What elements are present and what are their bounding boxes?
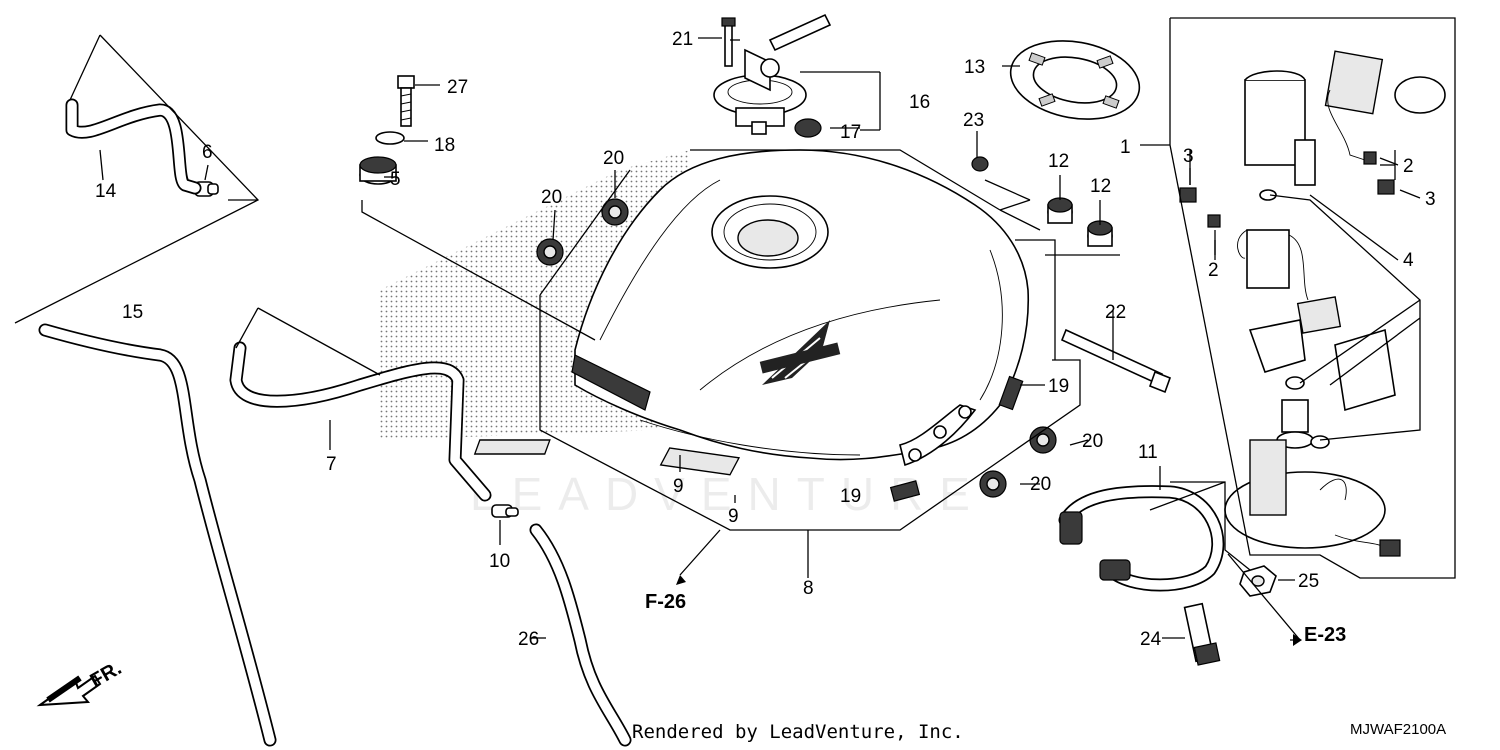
- hose-15: [38, 323, 277, 747]
- callout-16: 16: [909, 92, 930, 113]
- callout-14: 14: [95, 181, 117, 202]
- callout-21: 21: [672, 29, 693, 50]
- callout-24: 24: [1140, 629, 1162, 650]
- collar-12: [1047, 197, 1113, 247]
- fuel-pump-assembly: [1179, 50, 1446, 557]
- reference-f26: F-26: [645, 591, 686, 613]
- rubber-pad-19: [889, 375, 1024, 502]
- breather-plate: [1009, 40, 1141, 120]
- callout-23: 23: [963, 110, 984, 131]
- hose-7: [229, 341, 492, 502]
- callout-18: 18: [434, 135, 455, 156]
- callout-22: 22: [1105, 302, 1126, 323]
- callout-26: 26: [518, 629, 539, 650]
- callout-8: 8: [803, 578, 814, 599]
- bolt-22: [1060, 328, 1172, 394]
- watermark-text: LEADVENTURE: [470, 468, 986, 520]
- callout-15: 15: [122, 302, 143, 323]
- callout-6: 6: [202, 142, 213, 163]
- callout-11: 11: [1138, 442, 1158, 463]
- clip-24: [1183, 602, 1221, 666]
- ref-arrow-e23: [1293, 634, 1302, 646]
- callout-9: 9: [728, 506, 739, 527]
- mount-bolt-set: [359, 75, 415, 185]
- callout-20: 20: [603, 148, 624, 169]
- callout-7: 7: [326, 454, 337, 475]
- callout-19: 19: [840, 486, 861, 507]
- callout-20: 20: [1082, 431, 1103, 452]
- hose-11: [1058, 485, 1225, 592]
- ref-arrow-f26: [676, 575, 686, 585]
- callout-2: 2: [1403, 156, 1414, 177]
- callout-4: 4: [1403, 250, 1414, 271]
- pad-9: [473, 439, 741, 476]
- callout-25: 25: [1298, 571, 1319, 592]
- callout-17: 17: [840, 122, 861, 143]
- front-direction-arrow-icon: [36, 674, 102, 707]
- diagram-code: MJWAF2100A: [1350, 721, 1446, 738]
- reference-e23: E-23: [1304, 624, 1346, 646]
- honda-wing-icon: [759, 320, 841, 385]
- callout-10: 10: [489, 551, 510, 572]
- fuel-cap-assembly: [713, 13, 832, 138]
- joint-10: [491, 504, 519, 518]
- hose-26: [529, 523, 632, 747]
- callout-27: 27: [447, 77, 468, 98]
- callout-2: 2: [1208, 260, 1219, 281]
- callout-5: 5: [390, 169, 401, 190]
- credit-text: Rendered by LeadVenture, Inc.: [632, 721, 964, 743]
- callout-12: 12: [1090, 176, 1111, 197]
- callout-3: 3: [1425, 189, 1436, 210]
- callout-3: 3: [1183, 146, 1194, 167]
- callout-9: 9: [673, 476, 684, 497]
- callout-numbers: 1 2 2 3 3 4 5 6 7 8 9 9 10 11 12 12 13 1…: [95, 29, 1436, 650]
- hose-14: [65, 98, 202, 195]
- callout-20: 20: [541, 187, 562, 208]
- grommet-23: [971, 156, 989, 172]
- rubber-grommet-20: [536, 198, 1057, 498]
- callout-13: 13: [964, 57, 985, 78]
- callout-1: 1: [1120, 137, 1131, 158]
- callout-20: 20: [1030, 474, 1051, 495]
- callout-leaders: [99, 37, 1421, 639]
- callout-12: 12: [1048, 151, 1069, 172]
- fuel-tank: [571, 149, 1030, 467]
- nut-25: [1239, 565, 1277, 597]
- callout-19: 19: [1048, 376, 1069, 397]
